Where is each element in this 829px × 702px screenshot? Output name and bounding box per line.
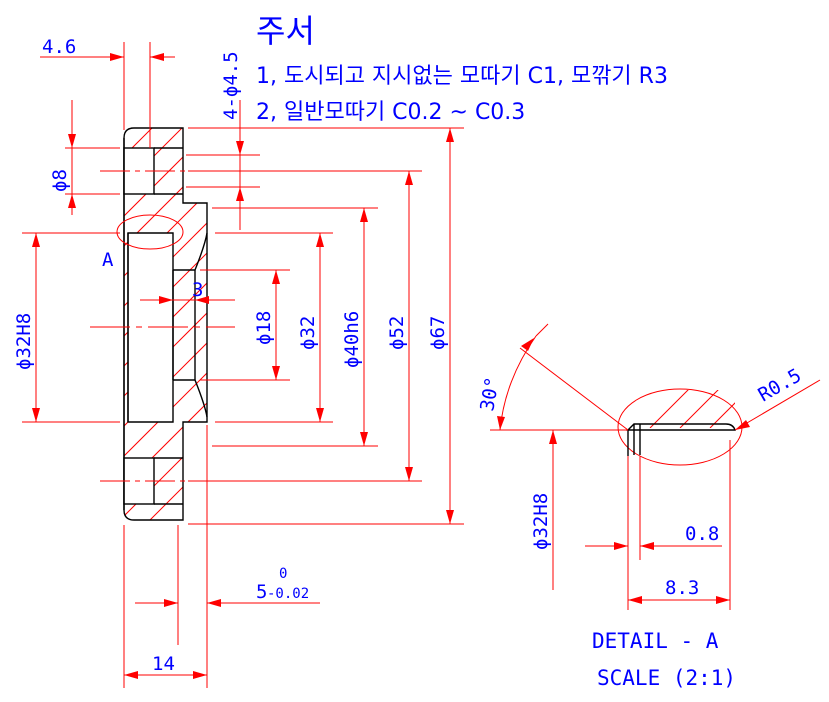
note-line-2: 2, 일반모따기 C0.2 ~ C0.3 [256, 100, 526, 125]
dim-5-lower-tol: -0.02 [267, 586, 309, 602]
detail-dim-0-8: 0.8 [685, 523, 719, 545]
dim-phi52: ϕ52 [386, 316, 408, 350]
dim-5: 5 [256, 581, 267, 603]
dim-phi8: ϕ8 [49, 169, 71, 192]
dim-5-upper-tol: 0 [279, 566, 287, 582]
detail-phi32h8: ϕ32H8 [530, 493, 552, 550]
dim-phi32: ϕ32 [297, 316, 319, 350]
detail-scale: SCALE (2:1) [597, 666, 736, 690]
dim-holes: 4-ϕ4.5 [220, 51, 242, 120]
detail-radius: R0.5 [755, 364, 806, 406]
dim-phi18: ϕ18 [253, 311, 275, 345]
dim-phi67: ϕ67 [427, 316, 449, 350]
note-line-1: 1, 도시되고 지시없는 모따기 C1, 모깎기 R3 [256, 64, 668, 89]
detail-dim-8-3: 8.3 [665, 577, 699, 599]
notes-title: 주서 [256, 12, 315, 50]
dimension-lines [22, 42, 464, 688]
dim-phi32h8: ϕ32H8 [13, 313, 35, 370]
view-label-a: A [102, 249, 114, 271]
dim-3: 3 [192, 279, 203, 301]
detail-title: DETAIL - A [592, 629, 719, 653]
detail-angle: 30° [476, 375, 504, 413]
dim-phi40h6: ϕ40h6 [341, 311, 363, 368]
dim-14: 14 [152, 653, 175, 675]
dim-4-6: 4.6 [42, 36, 76, 58]
detail-view [490, 323, 821, 610]
